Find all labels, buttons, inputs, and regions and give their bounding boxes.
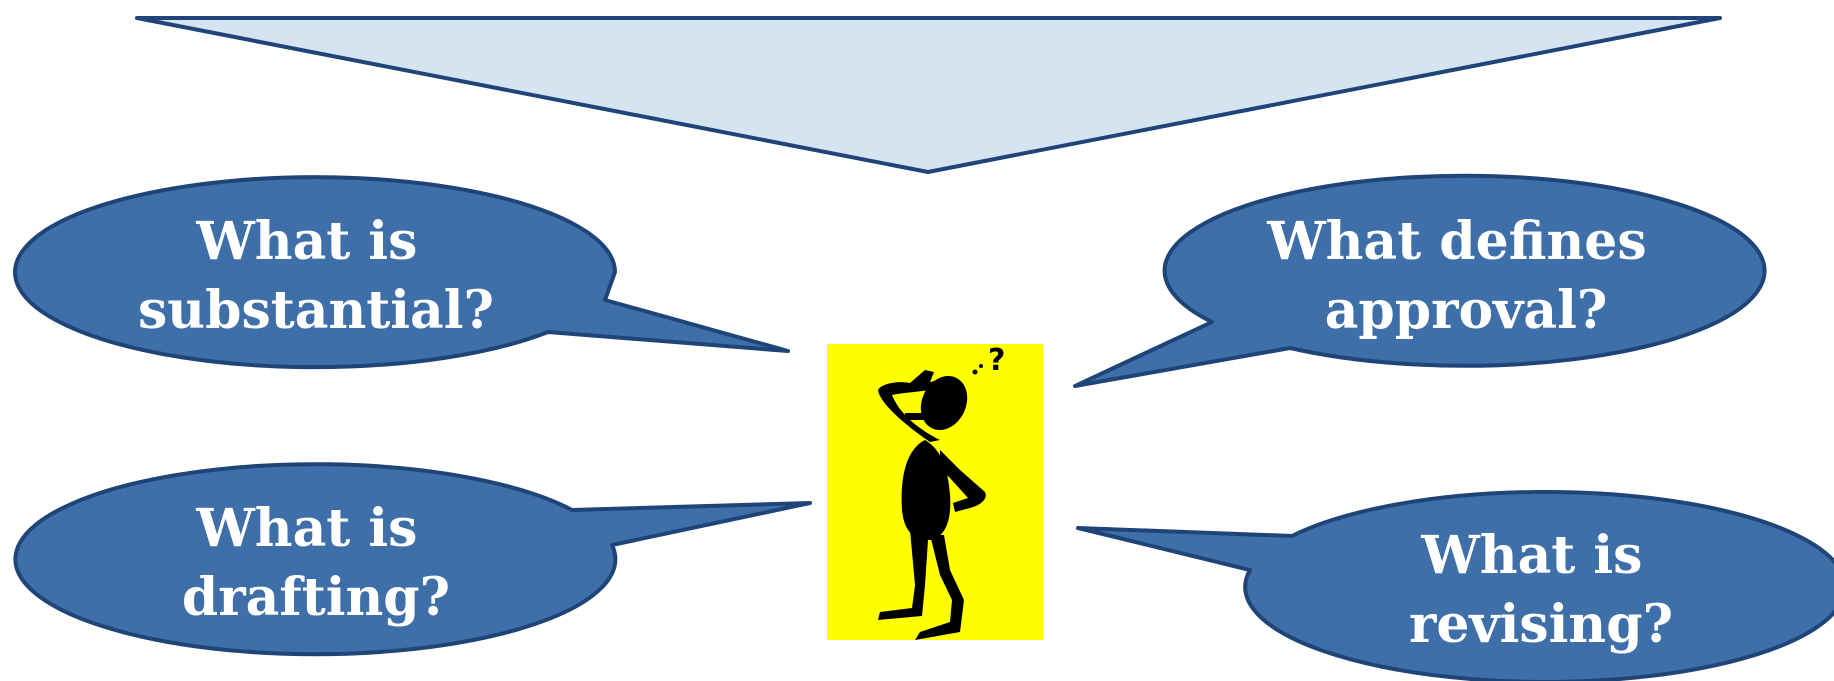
speech-bubble-substantial: What is substantial? (13, 175, 790, 370)
bubble-line-1: What defines (1266, 211, 1646, 272)
speech-bubble-shape (1076, 489, 1834, 681)
speech-bubble-shape (13, 175, 790, 370)
confused-stick-figure-icon: ? (827, 343, 1043, 640)
top-banner-triangle (135, 16, 1722, 174)
bubble-text-substantial: What is substantial? (138, 211, 494, 341)
bubble-line-2: approval? (1325, 280, 1608, 341)
bubble-line-1: What is (195, 211, 417, 272)
speech-bubble-approval: What defines approval? (1073, 173, 1767, 388)
bubble-text-drafting: What is drafting? (182, 498, 450, 628)
bubble-line-2: drafting? (182, 567, 450, 628)
bubble-text-revising: What is revising? (1409, 525, 1673, 655)
bubble-line-1: What is (1420, 525, 1642, 586)
speech-bubble-shape (1073, 173, 1767, 388)
question-mark-icon: ? (988, 343, 1005, 378)
speech-bubble-revising: What is revising? (1076, 489, 1834, 681)
speech-bubble-shape (13, 462, 812, 657)
bubble-line-2: substantial? (138, 280, 494, 341)
bubble-line-2: revising? (1409, 594, 1673, 655)
bubble-line-1: What is (195, 498, 417, 559)
bubble-text-approval: What defines approval? (1266, 211, 1665, 341)
speech-bubble-drafting: What is drafting? (13, 462, 812, 657)
